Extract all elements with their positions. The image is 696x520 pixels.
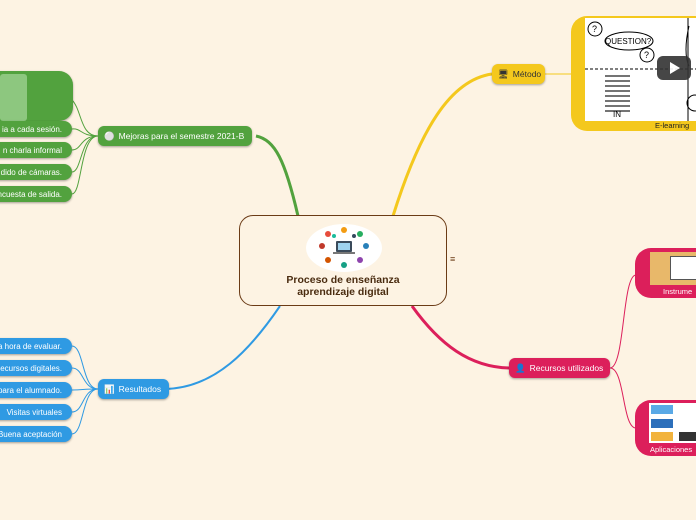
mejoras-item[interactable]: ia a cada sesión.	[0, 121, 72, 137]
instrumentos-card[interactable]: Instrume	[635, 248, 696, 298]
svg-text:?: ?	[592, 24, 597, 34]
mejoras-item[interactable]: n charla informal	[0, 142, 72, 158]
mejoras-item[interactable]: encuesta de salida.	[0, 186, 72, 202]
digital-learning-illustration	[306, 224, 382, 272]
question-text: QUESTION?	[605, 37, 651, 46]
mejoras-thumbnail	[0, 74, 27, 121]
branch-mejoras[interactable]: ⚪ Mejoras para el semestre 2021-B	[98, 126, 252, 146]
aplicaciones-image	[649, 403, 696, 443]
central-topic-title-line1: Proceso de enseñanza	[240, 274, 446, 286]
resultados-item[interactable]: Buena aceptación	[0, 426, 72, 442]
central-topic[interactable]: Proceso de enseñanza aprendizaje digital	[239, 215, 447, 306]
circle-icon: ⚪	[104, 131, 115, 142]
branch-resultados[interactable]: 📊 Resultados	[98, 379, 169, 399]
play-button[interactable]	[657, 56, 691, 80]
resultados-item[interactable]: ecursos digitales.	[0, 360, 72, 376]
mejoras-item[interactable]: dido de cámaras.	[0, 164, 72, 180]
branch-metodo[interactable]: 🖥 Método	[492, 64, 545, 84]
branch-recursos-label: Recursos utilizados	[530, 363, 604, 373]
resultados-item[interactable]: para el alumnado.	[0, 382, 72, 398]
person-icon: 👤	[515, 363, 526, 374]
svg-text:?: ?	[644, 50, 649, 60]
play-icon	[657, 56, 691, 80]
bar-chart-icon: 📊	[104, 384, 115, 395]
computer-icon: 🖥	[498, 69, 509, 80]
aplicaciones-card[interactable]: Aplicaciones	[635, 400, 696, 456]
resultados-item[interactable]: Visitas virtuales	[0, 404, 72, 420]
branch-resultados-label: Resultados	[119, 384, 162, 394]
branch-mejoras-label: Mejoras para el semestre 2021-B	[119, 131, 245, 141]
instrumentos-caption: Instrume	[663, 287, 692, 296]
mejoras-image-node[interactable]	[0, 71, 73, 121]
instrumentos-image	[650, 252, 696, 285]
metodo-video-card[interactable]: ? ? QUESTION? IN E-learning	[571, 16, 696, 131]
branch-metodo-label: Método	[513, 69, 541, 79]
metodo-card-caption: E-learning	[655, 121, 689, 130]
notes-icon[interactable]: ≡	[450, 254, 455, 264]
resultados-item[interactable]: a hora de evaluar.	[0, 338, 72, 354]
aplicaciones-caption: Aplicaciones	[650, 445, 692, 454]
in-text: IN	[613, 110, 621, 119]
central-topic-title: Proceso de enseñanza aprendizaje digital	[240, 274, 446, 298]
branch-recursos[interactable]: 👤 Recursos utilizados	[509, 358, 610, 378]
central-topic-title-line2: aprendizaje digital	[240, 286, 446, 298]
